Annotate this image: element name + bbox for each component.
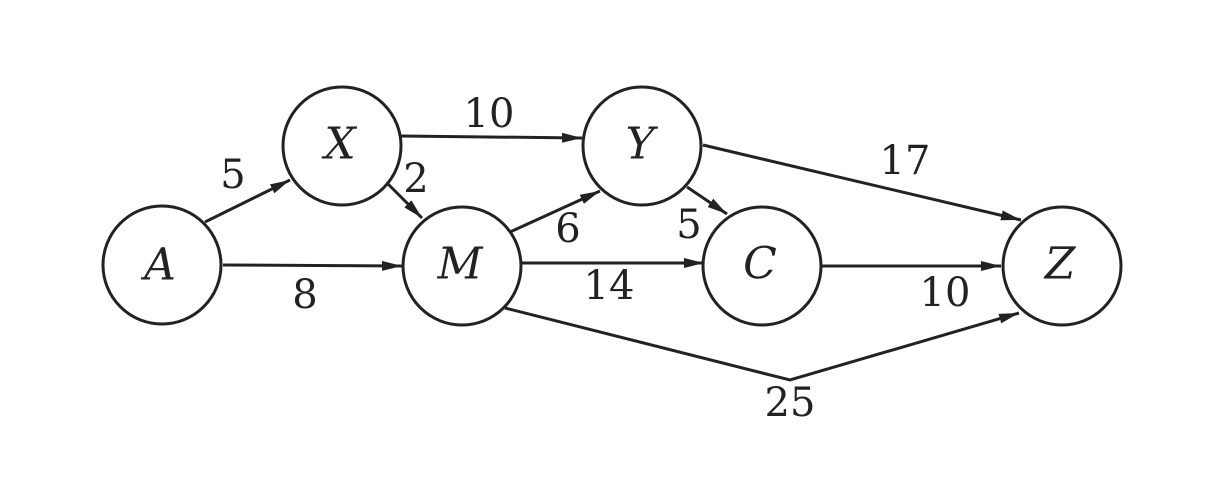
edge-label-y-c: 5 [676, 202, 701, 248]
edge-y-c [686, 185, 728, 216]
edge-x-y [400, 132, 583, 143]
node-x: X [281, 85, 403, 207]
edge-label-x-m: 2 [403, 156, 428, 202]
nodes: A X M Y C Z [101, 85, 1123, 327]
edge-label-m-y: 6 [555, 206, 580, 252]
edge-a-m [222, 260, 403, 271]
edge-y-z [702, 143, 1022, 222]
node-label-a: A [140, 240, 176, 291]
edge-label-y-z: 17 [880, 138, 931, 184]
edge-label-a-x: 5 [220, 152, 245, 198]
node-y: Y [581, 85, 703, 207]
edge-m-y [509, 189, 601, 234]
edge-m-z [504, 306, 1020, 382]
edge-label-x-y: 10 [464, 91, 515, 137]
edge-label-m-z: 25 [765, 380, 816, 426]
node-z: Z [1001, 205, 1123, 327]
node-label-y: Y [625, 119, 658, 170]
node-m: M [401, 205, 523, 327]
edge-label-c-z: 10 [920, 270, 971, 316]
node-label-x: X [321, 119, 357, 170]
node-a: A [101, 204, 223, 326]
edges [204, 132, 1022, 382]
edge-a-x [204, 178, 291, 224]
edge-label-a-m: 8 [292, 272, 317, 318]
node-label-z: Z [1043, 239, 1077, 290]
edge-label-m-c: 14 [584, 263, 635, 309]
node-label-m: M [436, 239, 483, 290]
node-c: C [701, 205, 823, 327]
edge-labels: 5 8 10 2 6 14 5 17 10 25 [220, 91, 970, 426]
node-label-c: C [743, 239, 777, 290]
edge-x-m [386, 182, 424, 220]
